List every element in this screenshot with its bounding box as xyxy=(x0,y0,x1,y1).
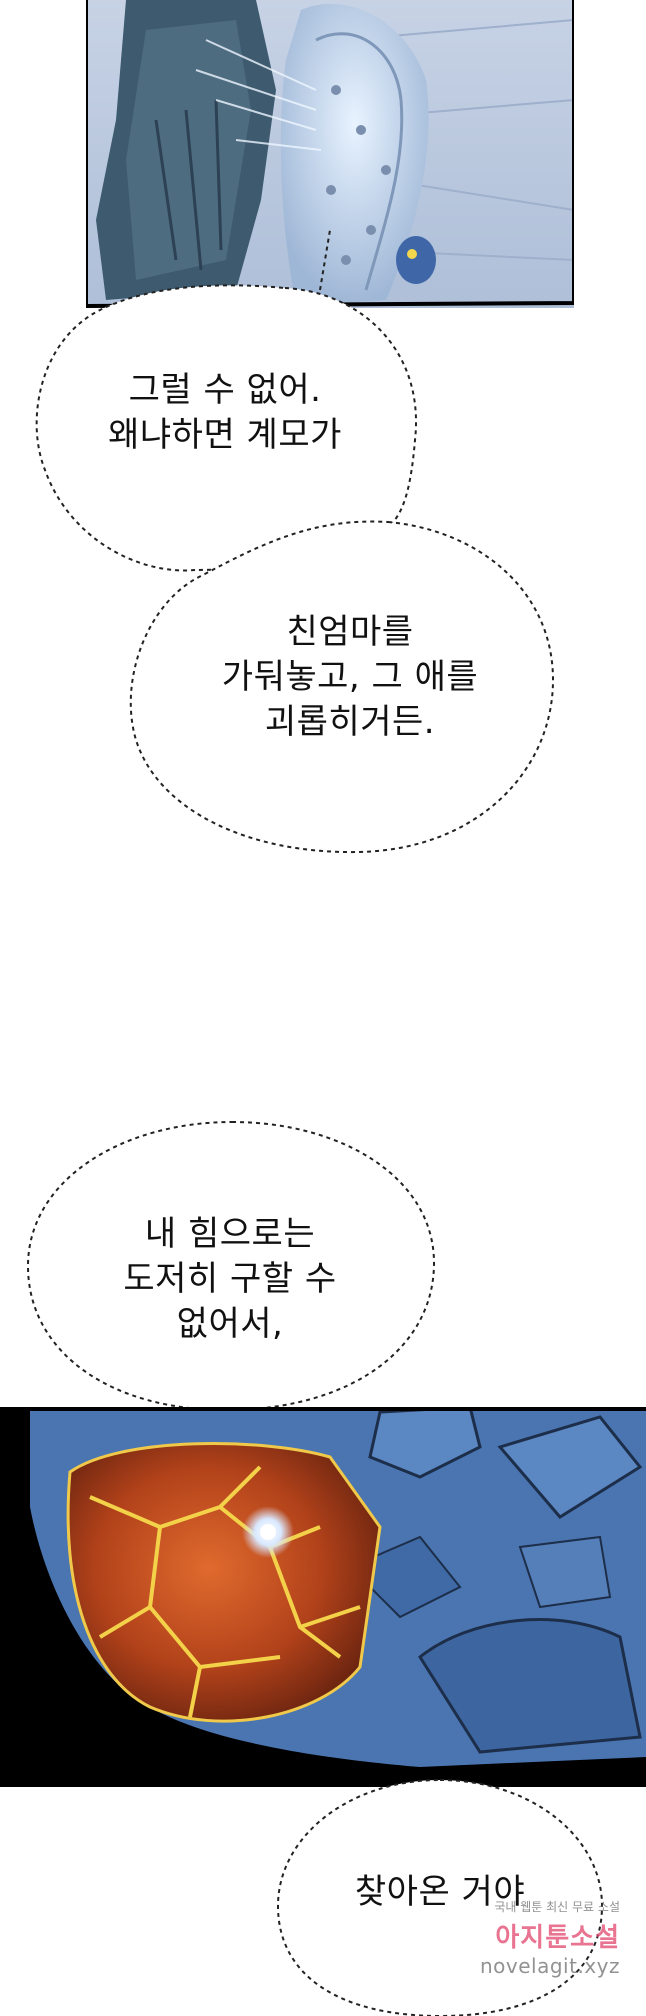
speech-bubble-4-text: 찾아온 거야 xyxy=(300,1870,580,1915)
bubble-2-line-2: 가둬놓고, 그 애를 xyxy=(221,657,479,697)
watermark-brand: 아지툰소설 xyxy=(495,1923,620,1953)
bottom-panel-art xyxy=(0,1407,646,1787)
bubble-1-line-1: 그럴 수 없어. xyxy=(128,370,322,410)
top-panel-art xyxy=(86,0,574,308)
speech-bubble-1-outline xyxy=(35,229,418,572)
speech-bubble-3-outline xyxy=(26,1120,436,1412)
bubble-3-line-2: 도저히 구할 수 xyxy=(123,1259,337,1299)
site-watermark: 국내 웹툰 최신 무료 소설 아지툰소설 novelagit.xyz xyxy=(480,1898,620,1978)
bubble-3-line-1: 내 힘으로는 xyxy=(144,1214,316,1254)
bubble-2-line-1: 친엄마를 xyxy=(286,612,414,652)
top-comic-panel xyxy=(86,0,574,308)
speech-bubble-2-outline xyxy=(129,520,555,854)
speech-bubble-4-outline xyxy=(276,1778,604,2016)
speech-bubble-1-text: 그럴 수 없어. 왜냐하면 계모가 xyxy=(70,368,380,458)
watermark-url: novelagit.xyz xyxy=(480,1954,620,1978)
bubble-1-line-2: 왜냐하면 계모가 xyxy=(108,415,342,455)
bubble-4-line-1: 찾아온 거야 xyxy=(354,1872,526,1912)
speech-bubble-3-text: 내 힘으로는 도저히 구할 수 없어서, xyxy=(60,1212,400,1347)
bubble-3-line-3: 없어서, xyxy=(176,1304,284,1344)
bottom-comic-panel xyxy=(0,1407,646,1787)
watermark-tagline: 국내 웹툰 최신 무료 소설 xyxy=(494,1900,620,1914)
speech-bubble-2-text: 친엄마를 가둬놓고, 그 애를 괴롭히거든. xyxy=(170,610,530,745)
bubble-2-line-3: 괴롭히거든. xyxy=(264,702,436,742)
